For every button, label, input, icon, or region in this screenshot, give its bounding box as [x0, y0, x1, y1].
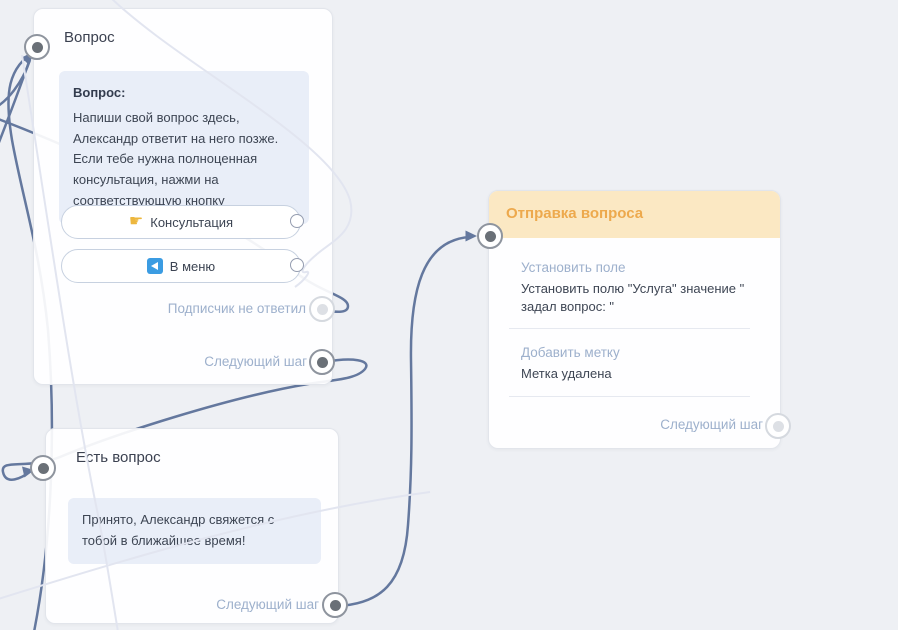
section-add-tag[interactable]: Добавить метку Метка удалена	[489, 345, 780, 383]
port-no-answer[interactable]	[309, 296, 335, 322]
question-message-text: Напиши свой вопрос здесь, Александр отве…	[73, 109, 279, 208]
node-send-question-title: Отправка вопроса	[506, 205, 644, 222]
pointing-hand-icon: ☛	[128, 213, 144, 230]
port-has-question-input[interactable]	[30, 455, 56, 481]
node-question[interactable]: Вопрос Вопрос: Напиши свой вопрос здесь,…	[33, 8, 333, 385]
port-question-input[interactable]	[24, 34, 50, 60]
node-send-question[interactable]: Отправка вопроса Установить поле Установ…	[488, 190, 781, 449]
send-question-next-step-label: Следующий шаг	[660, 417, 763, 432]
divider	[509, 395, 750, 397]
port-dot	[31, 41, 43, 53]
port-button-consultation[interactable]	[290, 214, 304, 228]
port-send-question-input[interactable]	[477, 223, 503, 249]
edge-incoming-question-1	[0, 55, 33, 144]
port-question-next-step[interactable]	[309, 349, 335, 375]
port-dot	[329, 599, 341, 611]
back-arrow-icon	[146, 258, 163, 274]
node-has-question[interactable]: Есть вопрос Принято, Александр свяжется …	[45, 428, 339, 624]
port-dot	[316, 303, 328, 315]
question-next-step-label: Следующий шаг	[204, 354, 307, 369]
port-send-question-next-step[interactable]	[765, 413, 791, 439]
question-message-block[interactable]: Вопрос: Напиши свой вопрос здесь, Алекса…	[59, 71, 309, 224]
port-has-question-next-step[interactable]	[322, 592, 348, 618]
button-to-menu-label: В меню	[169, 258, 216, 274]
button-to-menu[interactable]: В меню	[61, 249, 301, 283]
port-button-to-menu[interactable]	[290, 258, 304, 272]
node-has-question-title: Есть вопрос	[76, 449, 161, 466]
port-dot	[316, 356, 328, 368]
question-message-label: Вопрос:	[73, 85, 126, 100]
set-field-label: Установить поле	[521, 260, 626, 275]
has-question-message-text: Принято, Александр свяжется с тобой в бл…	[82, 512, 275, 548]
port-dot	[37, 462, 49, 474]
button-consultation-label: Консультация	[150, 214, 234, 230]
section-set-field[interactable]: Установить поле Установить полю "Услуга"…	[489, 260, 780, 316]
node-question-title: Вопрос	[64, 29, 115, 46]
divider	[509, 328, 750, 330]
edge-incoming-question-2	[0, 59, 32, 107]
port-dot	[484, 230, 496, 242]
port-dot	[772, 420, 784, 432]
arrowhead-send-question-input	[465, 230, 477, 242]
add-tag-value: Метка удалена	[521, 366, 612, 382]
has-question-message-block[interactable]: Принято, Александр свяжется с тобой в бл…	[68, 498, 321, 564]
set-field-value: Установить полю "Услуга" значение " зада…	[521, 281, 745, 315]
send-question-header: Отправка вопроса	[489, 191, 780, 238]
no-answer-label: Подписчик не ответил	[167, 301, 306, 316]
edge-has-question-next-to-send-question	[336, 235, 471, 608]
button-consultation[interactable]: ☛ Консультация	[61, 205, 301, 239]
add-tag-label: Добавить метку	[521, 345, 620, 361]
has-question-next-step-label: Следующий шаг	[216, 597, 319, 612]
